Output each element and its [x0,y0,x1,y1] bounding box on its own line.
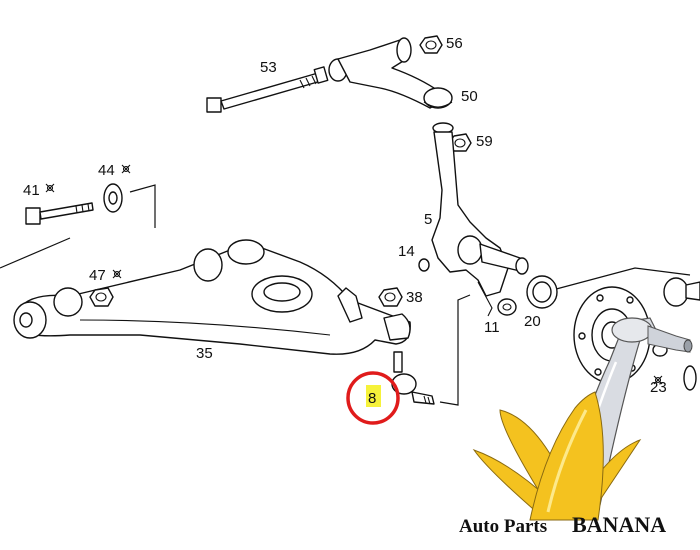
nut-47 [89,287,114,307]
brand-line2: BANANA [572,512,666,537]
symbol-markers [45,164,663,385]
callout-11: 11 [484,319,500,336]
lower-arm-bushing-rear [193,248,223,282]
callout-35: 35 [196,345,213,362]
callout-8-red-circle [346,371,400,425]
callout-47: 47 [89,267,106,284]
bracket-lines [0,184,691,406]
lower-control-arm-35 [13,239,411,355]
nut-38 [378,287,403,307]
callout-8: 8 [368,390,376,407]
bracket-left [129,184,156,228]
banana-logo: Auto Parts BANANA [459,317,693,537]
bracket-right [544,267,691,293]
callout-38: 38 [406,289,423,306]
bushing-14 [418,258,430,272]
steering-knuckle-5 [431,122,529,317]
washer-44 [103,183,123,213]
callout-8-highlight [366,385,381,407]
callout-41: 41 [23,182,40,199]
marker-47-icon [112,269,122,279]
bracket-middle [439,294,471,406]
bolt-53 [206,66,329,113]
highlighted-callout-8: 8 [346,371,400,425]
callout-59: 59 [476,133,493,150]
marker-44-icon [121,164,131,174]
callout-14: 14 [398,243,415,260]
callout-53: 53 [260,59,277,76]
upper-ball-joint [423,87,453,109]
bolt-53-nut [313,66,329,84]
callout-5: 5 [424,211,432,228]
bracket-left-edge [0,237,71,269]
knuckle-body [431,131,509,297]
brand-line1: Auto Parts [459,516,547,537]
callout-56: 56 [446,35,463,52]
callout-50: 50 [461,88,478,105]
nut-11 [497,298,517,316]
callout-20: 20 [524,313,541,330]
bearing-20 [526,275,558,309]
ball-joint-8 [391,351,435,405]
marker-23-icon [653,375,663,385]
callout-44: 44 [98,162,115,179]
bolt-53-head [206,97,222,113]
callout-labels: 53 56 50 59 41 44 5 14 47 38 11 20 35 23 [23,35,667,396]
nut-56 [419,35,443,54]
upper-control-arm-50 [328,37,453,109]
callout-23: 23 [650,379,667,396]
banana-peel-left-icon [472,449,549,516]
marker-41-icon [45,183,55,193]
bolt-41 [25,202,94,225]
